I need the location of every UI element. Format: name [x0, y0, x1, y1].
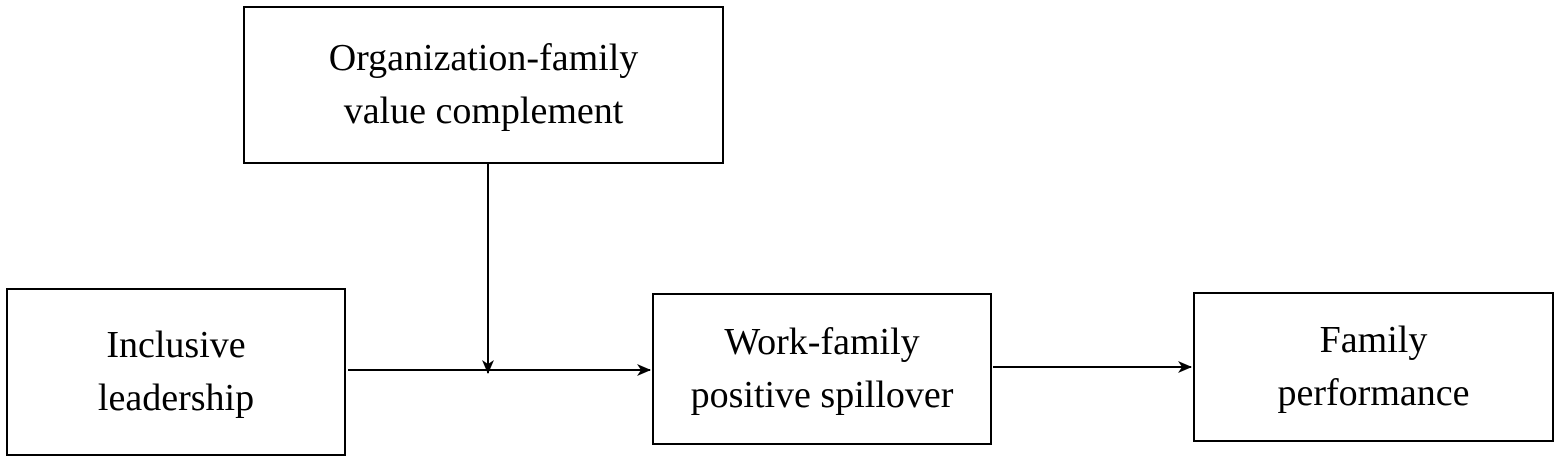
predictor-box: Inclusive leadership: [6, 288, 346, 456]
moderator-label-line1: Organization-family: [328, 37, 639, 79]
mediator-label-line2: positive spillover: [690, 374, 954, 416]
moderator-box: Organization-family value complement: [243, 6, 724, 164]
predictor-label-line1: Inclusive: [106, 324, 246, 366]
moderator-label-line2: value complement: [343, 90, 624, 132]
outcome-label-line2: performance: [1277, 372, 1470, 414]
predictor-label-line2: leadership: [97, 377, 255, 419]
mediator-box: Work-family positive spillover: [652, 293, 992, 445]
outcome-label-line1: Family: [1319, 319, 1428, 361]
mediator-label-line1: Work-family: [724, 321, 920, 363]
outcome-box: Family performance: [1193, 292, 1554, 442]
